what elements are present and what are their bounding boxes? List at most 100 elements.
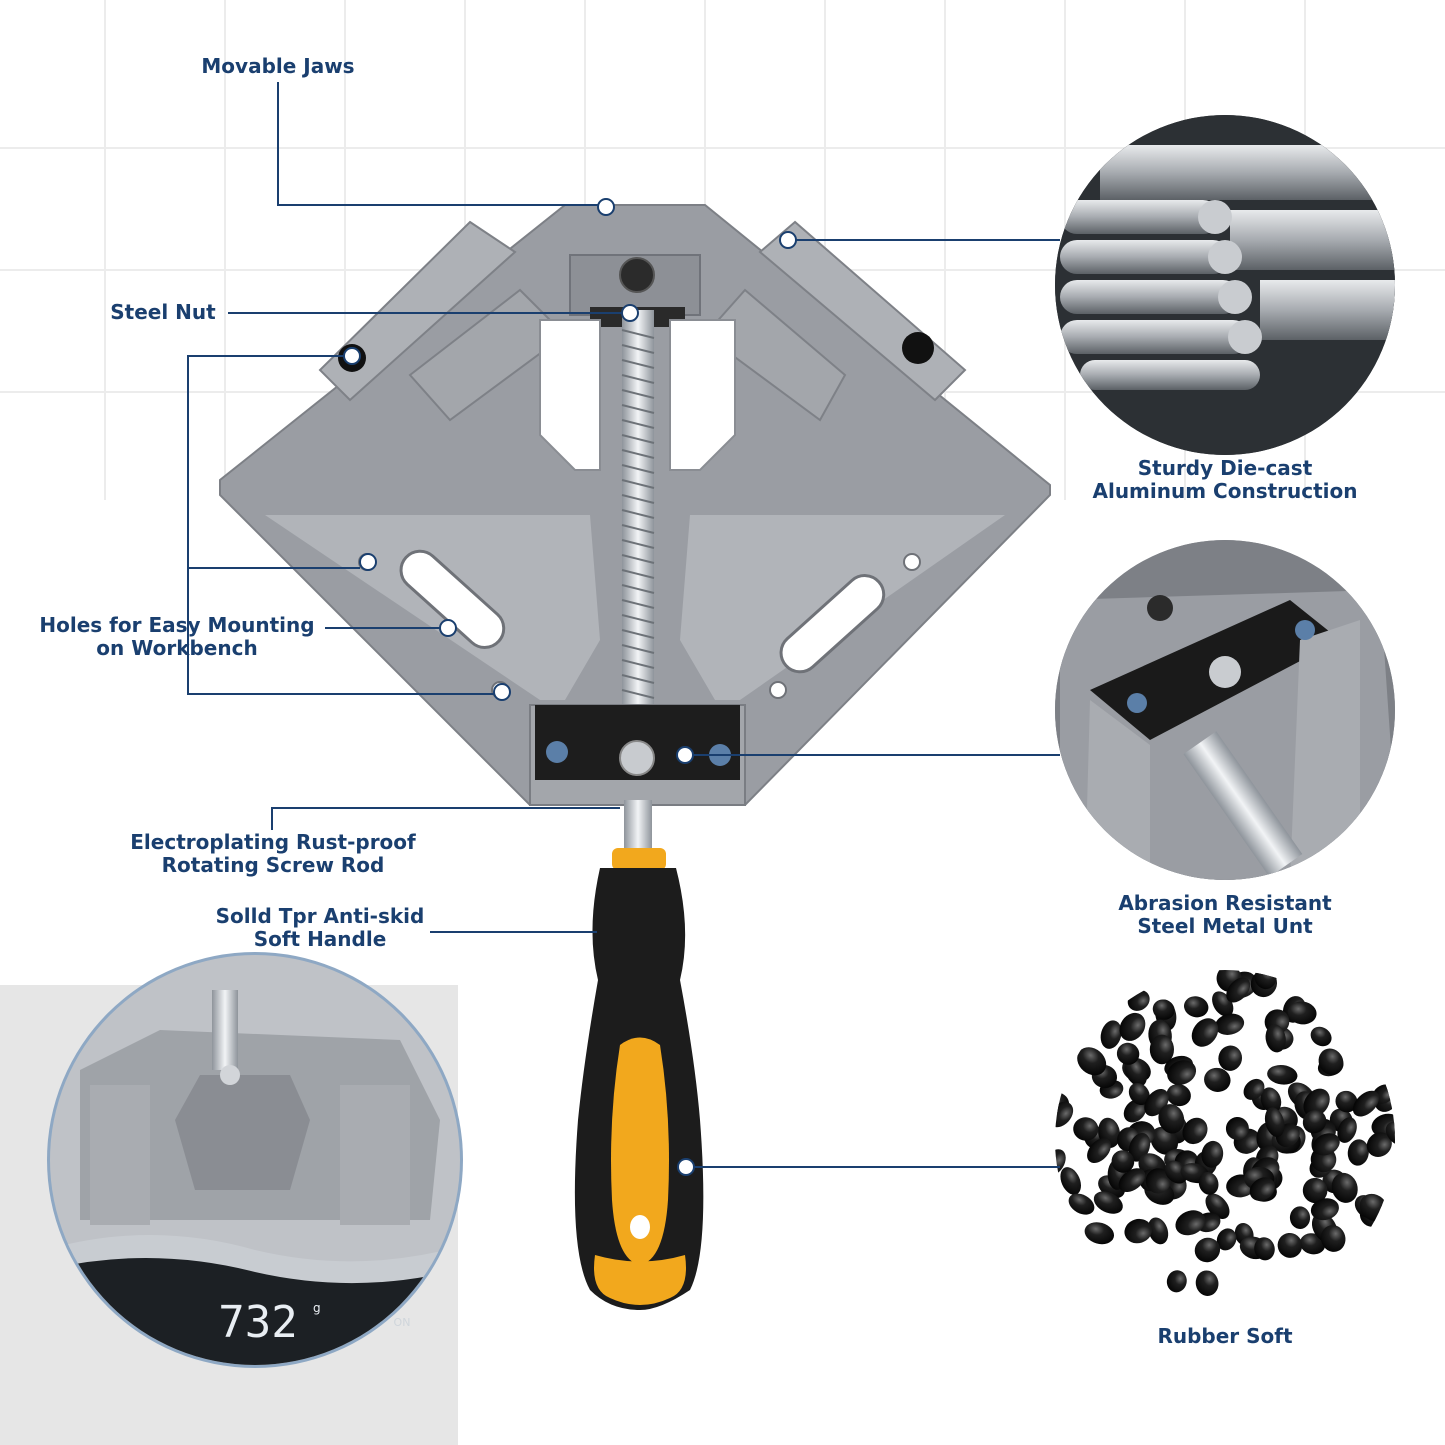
label-movable-jaws: Movable Jaws [178, 55, 378, 78]
steel-unit-text-line2: Steel Metal Unt [1137, 914, 1313, 938]
rubber-pellet [1289, 1206, 1311, 1229]
rubber-pellet [1318, 1048, 1344, 1076]
rubber-pellet [1055, 1101, 1074, 1128]
rubber-pellet [1331, 1172, 1358, 1203]
rubber-pellet [1352, 1090, 1380, 1117]
rubber-pellet [1366, 1132, 1392, 1157]
rubber-pellet [1175, 1210, 1206, 1236]
rubber-text: Rubber Soft [1157, 1324, 1293, 1348]
rubber-pellet [1152, 999, 1175, 1020]
rubber-pellet [1124, 1218, 1152, 1244]
label-steel-nut: Steel Nut [98, 301, 228, 324]
callout-markers [343, 198, 797, 1176]
scale-reading: 732 [218, 1297, 297, 1348]
aluminum-text-line1: Sturdy Die-cast [1137, 456, 1313, 480]
left-jaw [318, 220, 517, 402]
rubber-pellet [1166, 1084, 1191, 1107]
leader-lines [187, 82, 1060, 1168]
circle-marker-icon [621, 304, 639, 322]
rubber-pellet [1195, 1270, 1219, 1296]
rubber-pellet [1124, 1058, 1147, 1087]
handle-text-line1: Solld Tpr Anti-skid [215, 904, 425, 928]
rubber-pellet [1243, 1078, 1265, 1100]
rubber-pellet [1087, 1138, 1111, 1164]
rubber-pellet [1287, 1001, 1317, 1025]
rubber-pellets-photo [1055, 970, 1395, 1310]
rubber-pellet [1128, 1082, 1150, 1106]
circle-marker-icon [597, 198, 615, 216]
rubber-pellet [1100, 1020, 1122, 1049]
rubber-pellet [1385, 1121, 1395, 1146]
rubber-pellet [1084, 1222, 1115, 1245]
circle-marker-icon [677, 1158, 695, 1176]
rubber-pellet [1204, 1067, 1231, 1092]
rubber-pellet [1225, 1117, 1249, 1140]
label-steel-unit: Abrasion Resistant Steel Metal Unt [1085, 892, 1365, 938]
rubber-pellet [1118, 1168, 1146, 1192]
rubber-pellet [1264, 1107, 1285, 1137]
rubber-pellet [1260, 1087, 1282, 1113]
rubber-pellet [1265, 1024, 1286, 1053]
rubber-pellet [1182, 1117, 1208, 1145]
rubber-pellet [1215, 1013, 1245, 1035]
rubber-pellet [1111, 1150, 1135, 1173]
circle-marker-icon [493, 683, 511, 701]
scale-on-button: ON [394, 1316, 411, 1329]
rubber-pellet [1068, 1193, 1095, 1215]
rubber-pellet [1060, 1167, 1081, 1195]
rubber-pellet [1226, 977, 1251, 1003]
label-handle: Solld Tpr Anti-skid Soft Handle [190, 905, 450, 951]
rubber-pellet [1055, 1149, 1066, 1176]
circle-marker-icon [359, 553, 377, 571]
rubber-pellet [1302, 1110, 1327, 1134]
screw-rod-text-line1: Electroplating Rust-proof [130, 830, 416, 854]
rubber-pellet [1310, 1026, 1332, 1047]
slot-right [779, 574, 886, 674]
rubber-pellet [1335, 1090, 1358, 1113]
circle-marker-icon [343, 347, 361, 365]
rubber-pellet [1303, 1088, 1330, 1117]
rubber-pellet [1150, 1126, 1179, 1155]
rubber-pellet [1194, 1237, 1221, 1263]
rubber-pellet [1267, 1064, 1298, 1085]
steel-nut-text: Steel Nut [110, 300, 216, 324]
rubber-pellet [1116, 1042, 1140, 1065]
rubber-pellet [1198, 1171, 1219, 1195]
rubber-pellet [1093, 1191, 1123, 1214]
rubber-pellet [1191, 1018, 1219, 1047]
circle-marker-icon [779, 231, 797, 249]
rubber-pellet [1320, 1225, 1346, 1252]
rubber-pellet [1158, 1104, 1185, 1134]
rubber-pellet [1167, 1060, 1197, 1086]
circle-marker-icon [676, 746, 694, 764]
rubber-pellet [1302, 1177, 1328, 1204]
rubber-pellet [1184, 996, 1209, 1018]
label-rubber: Rubber Soft [1110, 1325, 1340, 1348]
mount-hole-right [902, 332, 934, 364]
aluminum-bars-photo [1055, 115, 1395, 455]
rubber-pellet [1277, 1232, 1303, 1258]
steel-unit-text-line1: Abrasion Resistant [1118, 891, 1332, 915]
handle-text-line2: Soft Handle [253, 927, 387, 951]
rubber-pellet [1073, 1117, 1099, 1141]
rubber-pellet [1149, 1034, 1174, 1065]
rubber-pellet [1218, 1045, 1243, 1071]
rubber-pellet [1166, 1270, 1187, 1293]
kitchen-scale-photo: 732 g ON [47, 952, 463, 1368]
label-holes: Holes for Easy Mounting on Workbench [22, 614, 332, 660]
rubber-pellet [1164, 1160, 1188, 1184]
rubber-pellet [1310, 1198, 1339, 1221]
rubber-pellet [1254, 1237, 1275, 1261]
screw-rod-text-line2: Rotating Screw Rod [161, 853, 385, 877]
rubber-pellet [1216, 1228, 1237, 1251]
rubber-pellet [1077, 1047, 1107, 1076]
scale-unit: g [313, 1301, 321, 1315]
label-aluminum: Sturdy Die-cast Aluminum Construction [1070, 457, 1380, 503]
slot-left [399, 549, 506, 649]
handle [574, 848, 704, 1310]
steel-jaw-photo [1055, 540, 1395, 880]
rubber-pellet [1148, 1217, 1169, 1245]
circle-marker-icon [439, 619, 457, 637]
rubber-pellet [1201, 1140, 1224, 1168]
